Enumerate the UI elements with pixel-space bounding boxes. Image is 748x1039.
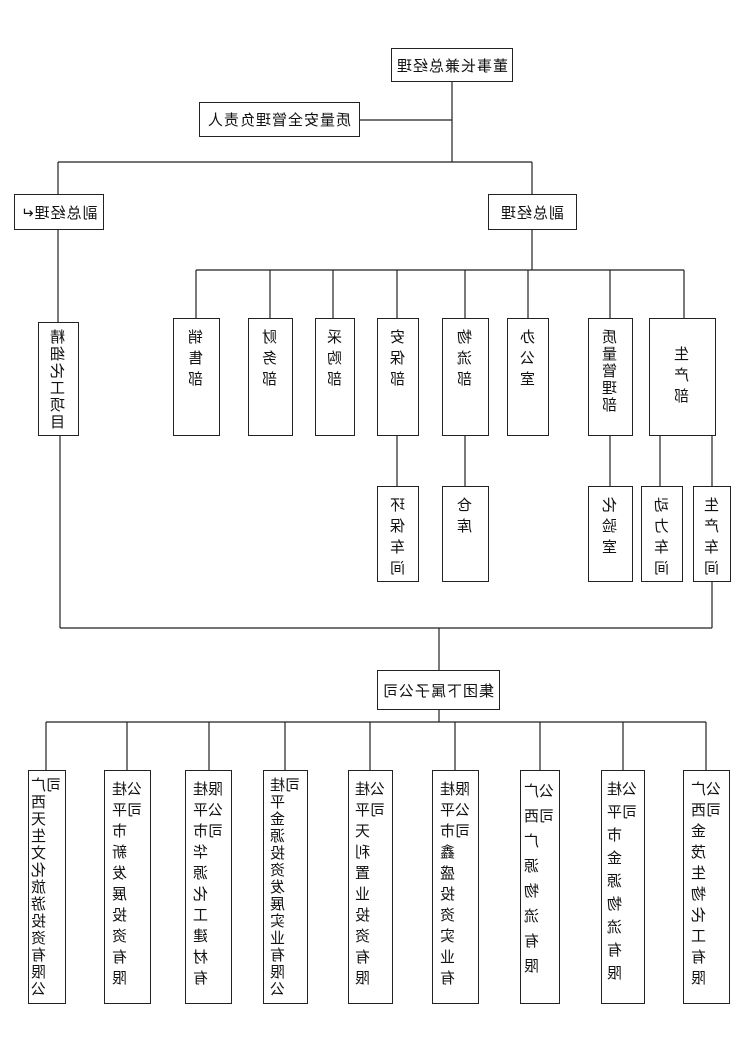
subsidiary-label: 桂平金源投资发展实业有限公司 xyxy=(268,777,302,998)
dept-security-label: 安保部 xyxy=(388,329,407,392)
dept-logistics-label: 物流部 xyxy=(456,329,474,392)
subsidiary-box: 桂平天利置业投资有限公司 xyxy=(348,770,393,1004)
vice-gm-left-label: 副总经理↵ xyxy=(20,203,98,222)
subsidiary-label: 广西广源物流有限公司 xyxy=(523,783,556,983)
subsidiary-box: 广西金茂生物化工有限公司 xyxy=(683,770,730,1004)
subsidiary-label: 桂平市新发展投资有限公司 xyxy=(110,781,144,991)
unit-env-workshop-box: 环保车间 xyxy=(377,486,419,582)
subsidiary-label: 桂平天利置业投资有限公司 xyxy=(353,781,387,991)
unit-production-workshop-label: 生产车间 xyxy=(702,497,721,581)
dept-procurement-box: 采购部 xyxy=(315,318,355,436)
subsidiary-box: 桂平市金源物流有限公司 xyxy=(601,770,645,1004)
dept-logistics-box: 物流部 xyxy=(442,318,489,436)
subsidiary-label: 桂平市华源化工建材有限公司 xyxy=(191,781,225,991)
group-subsidiaries-label: 集团下属子公司 xyxy=(382,681,495,700)
unit-env-workshop-label: 环保车间 xyxy=(388,497,407,581)
subsidiary-label: 广西金茂生物化工有限公司 xyxy=(689,781,723,991)
group-subsidiaries-box: 集团下属子公司 xyxy=(377,670,500,710)
vice-gm-right-box: 副总经理 xyxy=(488,194,577,230)
vice-gm-right-label: 副总经理 xyxy=(500,203,565,222)
subsidiary-label: 广西天生文化旅游投资有限公司 xyxy=(30,777,63,998)
quality-safety-label: 质量安全管理负责人 xyxy=(207,111,352,129)
subsidiary-box: 桂平市新发展投资有限公司 xyxy=(104,770,151,1004)
dept-finance-label: 财务部 xyxy=(261,329,279,392)
dept-office-box: 办公室 xyxy=(507,318,549,436)
dept-sales-label: 销售部 xyxy=(187,329,205,392)
dept-quality-box: 质量管理部 xyxy=(588,318,633,436)
fine-chemical-project-label: 精细化工项目 xyxy=(49,329,67,431)
subsidiary-box: 广西广源物流有限公司 xyxy=(520,770,560,1004)
fine-chemical-project-box: 精细化工项目 xyxy=(38,322,79,436)
dept-production-box: 生产部 xyxy=(649,318,716,436)
unit-power-workshop-box: 动力车间 xyxy=(641,486,683,582)
dept-quality-label: 质量管理部 xyxy=(601,329,619,414)
vice-gm-left-box: 副总经理↵ xyxy=(14,194,104,230)
chairman-label: 董事长兼总经理 xyxy=(395,56,508,75)
subsidiary-box: 桂平金源投资发展实业有限公司 xyxy=(263,770,308,1004)
chairman-box: 董事长兼总经理 xyxy=(391,48,513,82)
dept-production-label: 生产部 xyxy=(673,345,691,409)
dept-procurement-label: 采购部 xyxy=(325,329,344,392)
subsidiary-box: 广西天生文化旅游投资有限公司 xyxy=(28,770,66,1004)
subsidiary-label: 桂平市金源物流有限公司 xyxy=(606,781,639,988)
unit-lab-label: 化验室 xyxy=(601,497,619,560)
subsidiary-box: 桂平市鑫盛投资实业有限公司 xyxy=(432,770,479,1004)
unit-lab-box: 化验室 xyxy=(588,486,633,582)
dept-sales-box: 销售部 xyxy=(173,318,220,436)
quality-safety-box: 质量安全管理负责人 xyxy=(199,102,360,137)
dept-finance-box: 财务部 xyxy=(248,318,293,436)
dept-security-box: 安保部 xyxy=(377,318,419,436)
unit-production-workshop-box: 生产车间 xyxy=(693,486,731,582)
unit-warehouse-label: 仓库 xyxy=(456,497,474,539)
subsidiary-label: 桂平市鑫盛投资实业有限公司 xyxy=(438,781,472,991)
unit-warehouse-box: 仓库 xyxy=(442,486,489,582)
unit-power-workshop-label: 动力车间 xyxy=(652,497,671,581)
subsidiary-box: 桂平市华源化工建材有限公司 xyxy=(185,770,232,1004)
dept-office-label: 办公室 xyxy=(518,329,537,392)
